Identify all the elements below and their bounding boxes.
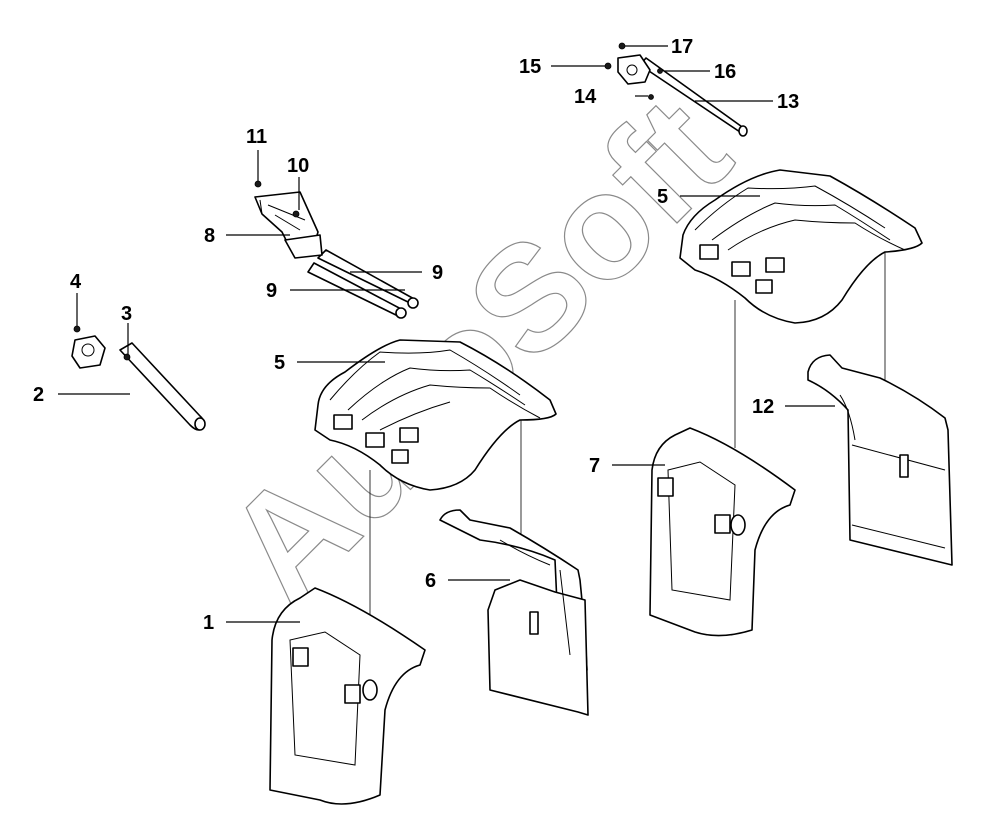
- callout-12: 12: [752, 396, 774, 418]
- nut-17: [618, 42, 626, 50]
- callout-9-upper: 9: [432, 262, 443, 284]
- bracket-tube-assembly-top: [604, 42, 748, 137]
- callout-17: 17: [671, 36, 693, 58]
- mudflap-1: [269, 587, 426, 805]
- bolt-4: [73, 325, 81, 333]
- callout-2: 2: [33, 384, 44, 406]
- callout-9-lower: 9: [266, 280, 277, 302]
- callout-4: 4: [70, 271, 82, 293]
- fender-5-right: [679, 169, 923, 324]
- callout-8: 8: [204, 225, 215, 247]
- fender-5-middle: [314, 339, 557, 491]
- callout-13: 13: [777, 91, 799, 113]
- callout-1: 1: [203, 612, 214, 634]
- callout-10: 10: [287, 155, 309, 177]
- callout-5-middle: 5: [274, 352, 285, 374]
- callout-14: 14: [574, 86, 597, 108]
- callout-3: 3: [121, 303, 132, 325]
- callout-16: 16: [714, 61, 736, 83]
- callout-labels: 1 2 3 4 5 5 6 7 8 9 9 10 11 12 13 14 15 …: [33, 36, 799, 634]
- mudflap-6: [439, 509, 589, 716]
- nut-11: [254, 180, 262, 188]
- mudflap-7: [649, 427, 796, 637]
- callout-6: 6: [425, 570, 436, 592]
- callout-11: 11: [246, 126, 267, 148]
- nut-15: [604, 62, 612, 70]
- bolt-10: [292, 210, 300, 218]
- callout-7: 7: [589, 455, 600, 477]
- leader-lines: [58, 45, 835, 623]
- bracket-tube-assembly-middle: [254, 180, 419, 319]
- mudflap-12: [807, 354, 953, 566]
- bolt-14: [648, 94, 654, 100]
- callout-5-right: 5: [657, 186, 668, 208]
- callout-15: 15: [519, 56, 541, 78]
- nut-3: [123, 353, 131, 361]
- bolt-16: [657, 68, 663, 74]
- bracket-tube-assembly-left: [71, 325, 206, 431]
